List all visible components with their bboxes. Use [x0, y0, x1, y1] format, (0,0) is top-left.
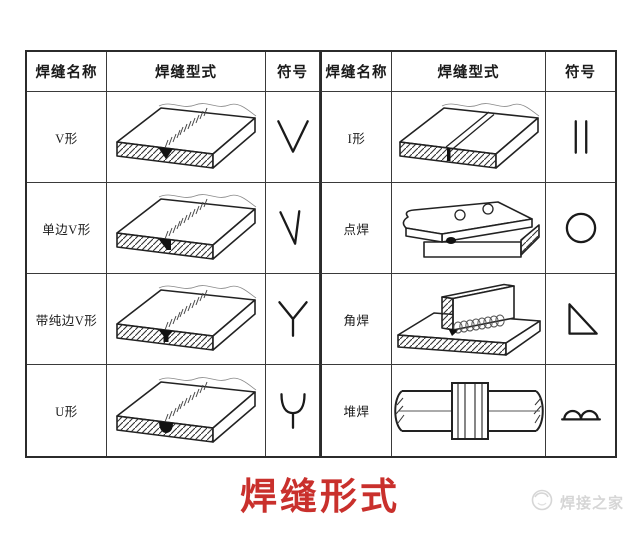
- row-name: 单边V形: [27, 183, 107, 274]
- weld-home-logo-icon: [531, 489, 553, 516]
- i-groove-symbol: [546, 92, 615, 183]
- watermark: 焊接之家: [531, 489, 624, 516]
- butt-u-illustration: [107, 365, 266, 456]
- page-title: 焊缝形式: [240, 477, 400, 518]
- row-name: 堆焊: [320, 365, 392, 456]
- single-v-symbol: [266, 183, 320, 274]
- header-left-symbol: 符号: [266, 52, 320, 92]
- row-name: I形: [320, 92, 392, 183]
- row-name: V形: [27, 92, 107, 183]
- shaft-surfacing-illustration: [392, 365, 546, 456]
- header-left-form: 焊缝型式: [107, 52, 266, 92]
- u-groove-symbol: [266, 365, 320, 456]
- row-name: 带纯边V形: [27, 274, 107, 365]
- header-right-symbol: 符号: [546, 52, 615, 92]
- watermark-text: 焊接之家: [559, 496, 624, 512]
- v-groove-symbol: [266, 92, 320, 183]
- header-right-form: 焊缝型式: [392, 52, 546, 92]
- row-name: U形: [27, 365, 107, 456]
- lap-spot-illustration: [392, 183, 546, 274]
- row-name: 点焊: [320, 183, 392, 274]
- butt-single-v-illustration: [107, 183, 266, 274]
- y-groove-symbol: [266, 274, 320, 365]
- header-right-name: 焊缝名称: [320, 52, 392, 92]
- tee-fillet-illustration: [392, 274, 546, 365]
- butt-v-illustration: [107, 92, 266, 183]
- weld-type-table: 焊缝名称 焊缝型式 符号 焊缝名称 焊缝型式 符号 V形 I形 单边V形 点焊: [25, 50, 617, 458]
- fillet-symbol: [546, 274, 615, 365]
- butt-i-illustration: [392, 92, 546, 183]
- spot-symbol: [546, 183, 615, 274]
- row-name: 角焊: [320, 274, 392, 365]
- header-left-name: 焊缝名称: [27, 52, 107, 92]
- surfacing-symbol: [546, 365, 615, 456]
- butt-y-illustration: [107, 274, 266, 365]
